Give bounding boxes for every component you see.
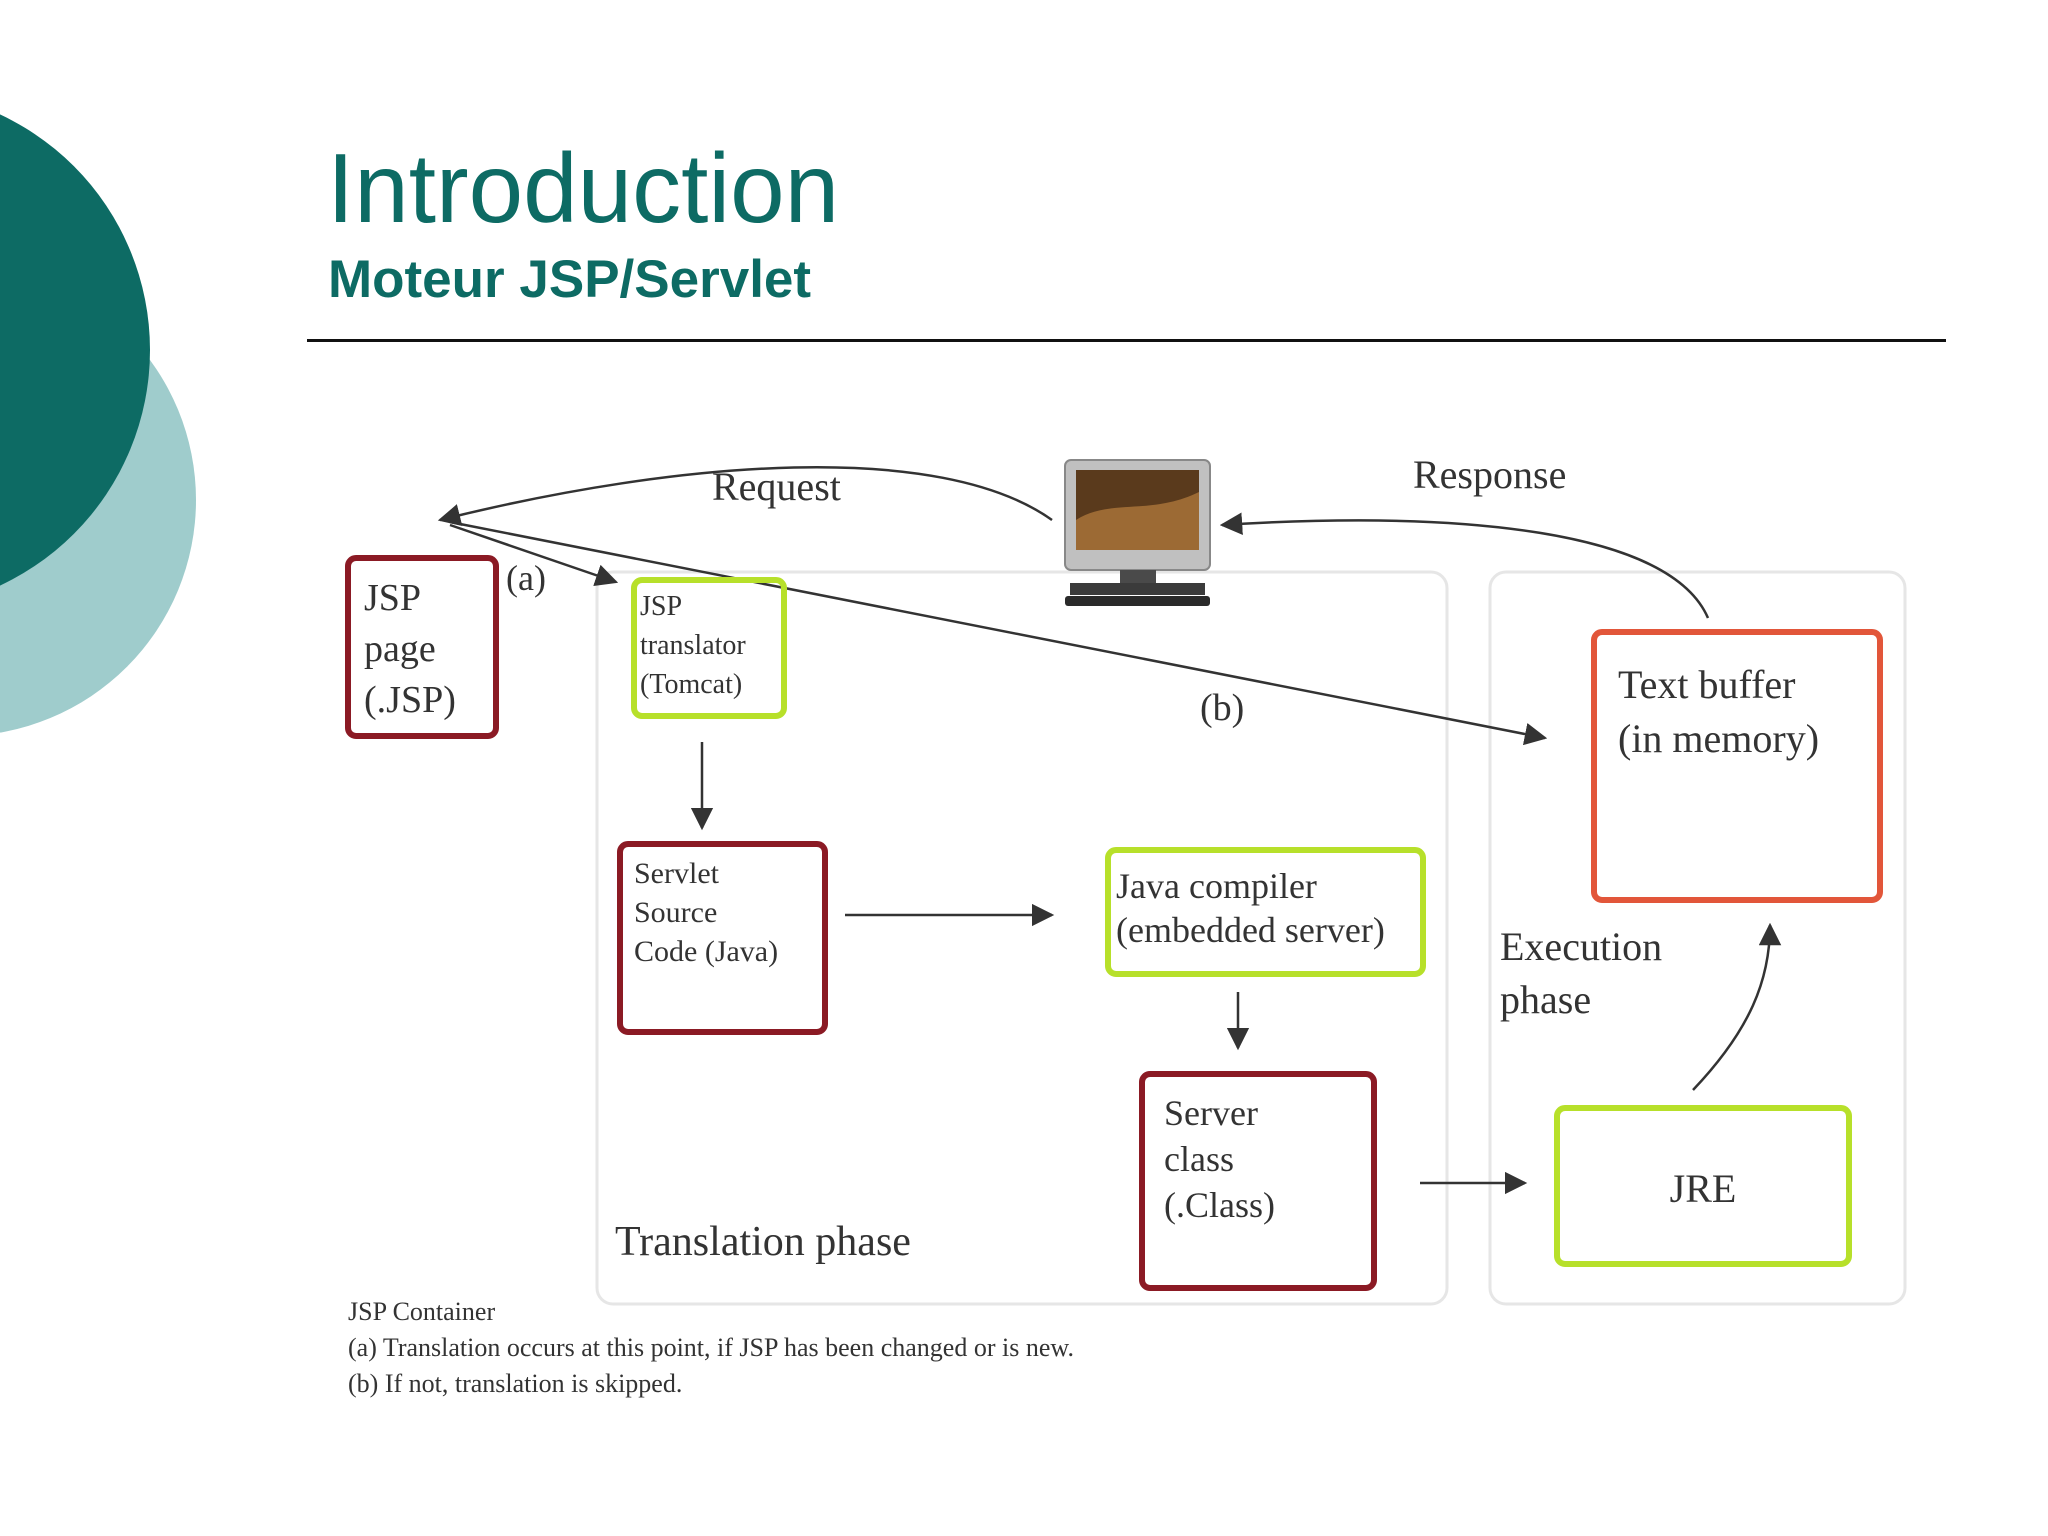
jsp-translator-text: JSP translator (Tomcat) <box>640 591 753 700</box>
slide-decoration <box>0 114 196 733</box>
servlet-source-node <box>617 841 828 1035</box>
text-buffer-text: Text buffer (in memory) <box>1618 662 1819 761</box>
server-class-text: Server class (.Class) <box>1164 1093 1275 1225</box>
arrow-jre-to-text-buffer <box>1692 922 1782 1091</box>
execution-phase-label: Execution phase <box>1500 924 1672 1022</box>
arrow-jsp-to-text-buffer <box>449 520 1548 746</box>
jsp-engine-diagram: Request Response (a) (b) Translation pha… <box>345 452 1907 1398</box>
slide-subtitle: Moteur JSP/Servlet <box>328 250 812 309</box>
request-arrow <box>437 465 1053 527</box>
servlet-source-text: Servlet Source Code (Java) <box>634 857 778 968</box>
text-buffer-node <box>1591 629 1883 903</box>
jsp-page-node <box>345 555 499 739</box>
title-divider <box>307 339 1946 342</box>
java-compiler-text: Java compiler (embedded server) <box>1116 866 1385 950</box>
jre-text: JRE <box>1670 1166 1737 1211</box>
translation-phase-panel <box>595 570 1449 1306</box>
execution-phase-panel <box>1488 570 1907 1306</box>
jre-node <box>1554 1105 1852 1267</box>
server-class-node <box>1139 1071 1377 1291</box>
jsp-page-text: JSP page (.JSP) <box>364 577 456 721</box>
arrow-jsp-to-translator <box>449 523 619 587</box>
footnote-a: (a) Translation occurs at this point, if… <box>348 1333 1074 1362</box>
footnote-heading: JSP Container <box>348 1297 495 1326</box>
response-arrow <box>1219 512 1710 619</box>
decor-circle-dark <box>0 114 150 586</box>
translation-phase-label: Translation phase <box>615 1219 911 1265</box>
label-b: (b) <box>1200 687 1244 729</box>
slide-title: Introduction <box>327 133 840 243</box>
request-label: Request <box>712 464 841 509</box>
java-compiler-node <box>1105 847 1426 977</box>
response-label: Response <box>1413 452 1566 497</box>
jsp-translator-node <box>631 577 787 719</box>
label-a: (a) <box>506 558 546 598</box>
computer-icon <box>1064 459 1211 606</box>
footnote-b: (b) If not, translation is skipped. <box>348 1369 682 1398</box>
